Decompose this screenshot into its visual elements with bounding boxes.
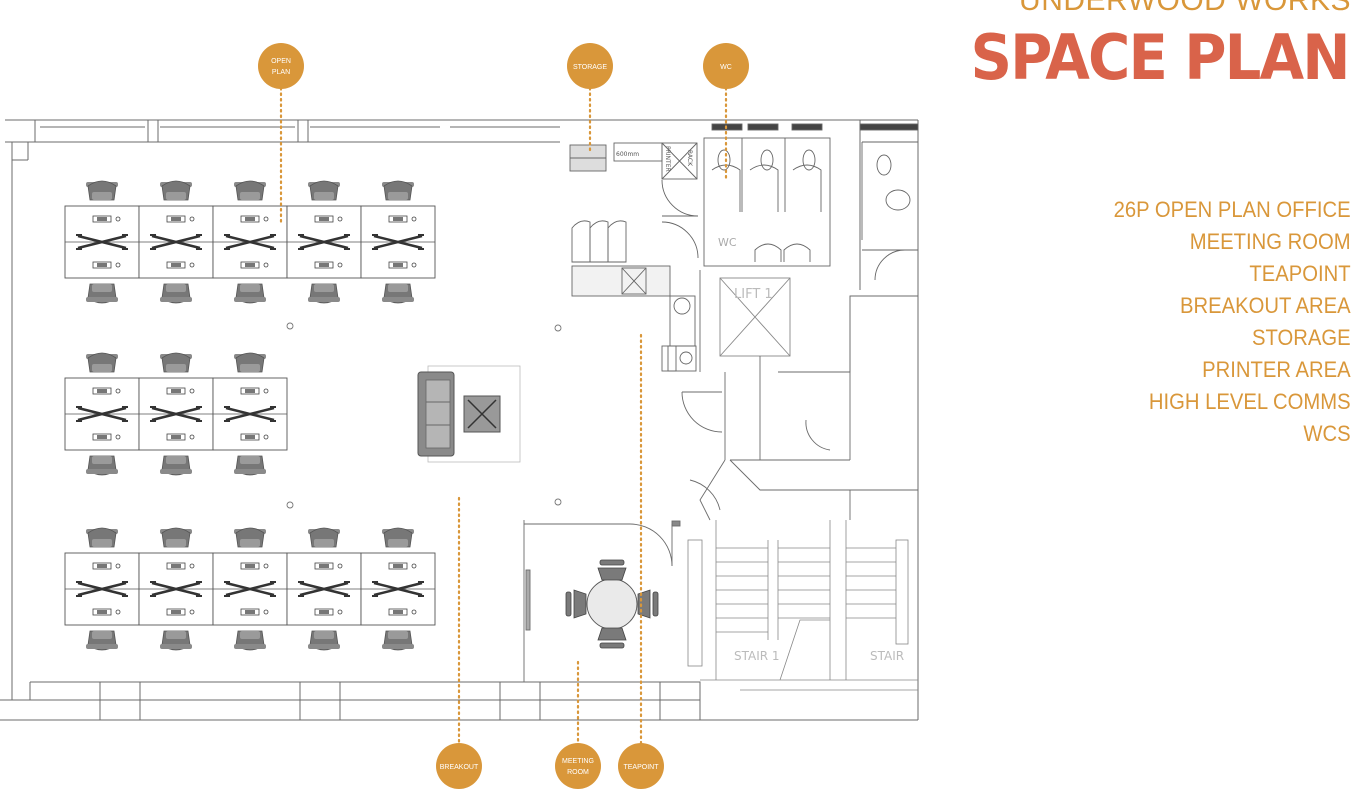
storage-area: 600mm RACK PRINTER — [569, 142, 699, 259]
legend-item: TEAPOINT — [1249, 261, 1351, 286]
marker-teapoint[interactable]: TEAPOINT — [618, 743, 664, 789]
lift: LIFT 1 — [719, 277, 791, 357]
legend-item: 26P OPEN PLAN OFFICE — [1114, 197, 1351, 222]
marker-open-plan-line2: PLAN — [272, 69, 290, 76]
legend-item: HIGH LEVEL COMMS — [1149, 389, 1351, 414]
leader-lines — [279, 86, 728, 746]
marker-meeting-room-line1: MEETING — [562, 758, 594, 765]
marker-open-plan-line1: OPEN — [271, 58, 291, 65]
desk-cluster-middle — [65, 353, 287, 475]
legend-item: STORAGE — [1252, 325, 1351, 350]
width-label: 600mm — [616, 151, 639, 158]
marker-wc-label: WC — [720, 64, 732, 71]
marker-teapoint-label: TEAPOINT — [623, 764, 659, 771]
desk-cluster-top — [65, 181, 435, 303]
breakout-sofa — [417, 365, 521, 463]
stairs: STAIR 1 STAIR — [687, 520, 918, 691]
meeting-room — [523, 520, 681, 682]
structural-columns — [286, 322, 562, 509]
marker-breakout[interactable]: BREAKOUT — [436, 743, 482, 789]
marker-breakout-label: BREAKOUT — [440, 764, 479, 771]
lift-label: LIFT 1 — [734, 287, 773, 302]
rack-label: RACK — [686, 150, 693, 167]
marker-wc[interactable]: WC — [703, 43, 749, 89]
marker-storage[interactable]: STORAGE — [567, 43, 613, 89]
legend-item: MEETING ROOM — [1190, 229, 1351, 254]
printer-label: PRINTER — [664, 146, 671, 172]
wc-room-label: WC — [718, 236, 737, 249]
desk-cluster-bottom — [65, 528, 435, 650]
core-walls — [681, 270, 918, 521]
teapoint-kitchen — [571, 220, 697, 372]
project-name: UNDERWOOD WORKS — [1019, 0, 1351, 17]
marker-meeting-room[interactable]: MEETING ROOM — [555, 743, 601, 789]
marker-storage-label: STORAGE — [573, 64, 607, 71]
space-legend: 26P OPEN PLAN OFFICE MEETING ROOM TEAPOI… — [1093, 194, 1351, 450]
legend-item: PRINTER AREA — [1202, 357, 1351, 382]
legend-item: WCS — [1303, 421, 1351, 446]
marker-open-plan[interactable]: OPEN PLAN — [258, 43, 304, 89]
legend-item: BREAKOUT AREA — [1180, 293, 1351, 318]
marker-meeting-room-line2: ROOM — [567, 769, 589, 776]
stair1-label: STAIR 1 — [734, 649, 780, 663]
stair2-label: STAIR — [870, 649, 904, 663]
page-title: SPACE PLAN — [970, 21, 1351, 94]
wc-block: WC — [703, 123, 919, 281]
